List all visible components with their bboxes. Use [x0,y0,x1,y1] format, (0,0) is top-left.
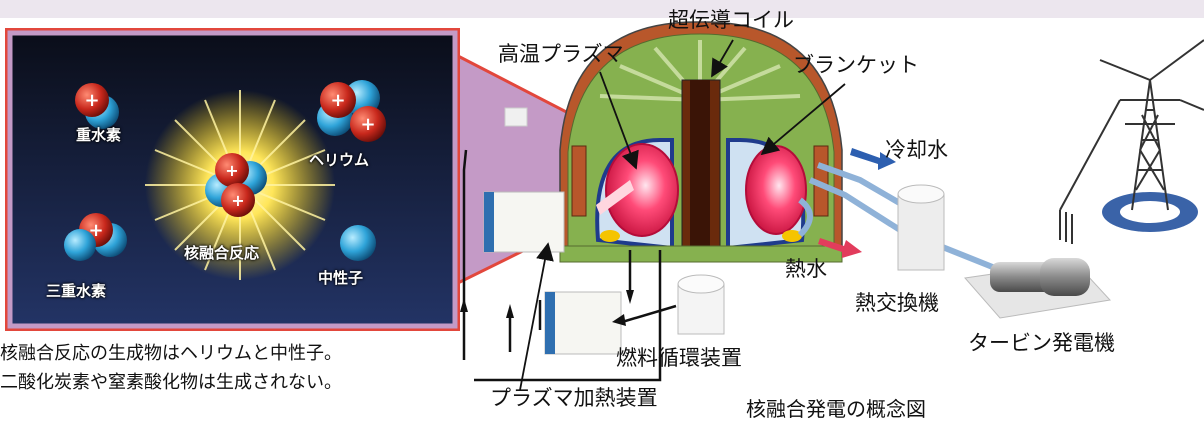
reactor [559,21,843,263]
label-blanket: ブランケット [793,53,919,77]
heat-exchanger [897,184,945,271]
label-hot-water: 熱水 [785,257,827,281]
hot-water-arrow [818,238,862,258]
svg-text:+: + [330,90,345,111]
circulation-lines [462,149,677,382]
pointer-arrows [519,39,846,391]
label-plasma-heating: プラズマ加熱装置 [490,386,658,410]
plasma-heating-device [483,107,622,355]
fuel-circulation-device [677,274,725,335]
label-helium: ヘリウム [309,151,370,169]
inset-note-line1: 核融合反応の生成物はヘリウムと中性子。 [0,343,342,364]
label-superconducting-coil: 超伝導コイル [668,8,794,32]
label-fuel-circulation: 燃料循環装置 [616,346,742,370]
svg-text:+: + [231,191,244,210]
diagram-caption: 核融合発電の概念図 [746,397,926,421]
svg-text:+: + [84,90,99,111]
cooling-arrow [850,148,896,170]
label-cooling-water: 冷却水 [885,138,948,162]
inset-note-line2: 二酸化炭素や窒素酸化物は生成されない。 [0,372,342,393]
label-deuterium: 重水素 [76,126,122,144]
fusion-reaction-inset: + + + + + + [5,28,460,331]
label-neutron: 中性子 [318,269,364,287]
svg-text:+: + [88,220,103,241]
label-turbine-generator: タービン発電機 [968,331,1115,355]
svg-text:+: + [225,161,238,180]
power-pylon [1059,39,1204,244]
top-band [0,0,1204,18]
label-fusion-reaction: 核融合反応 [184,244,260,262]
label-heat-exchanger: 熱交換機 [855,291,939,315]
label-tritium: 三重水素 [46,282,107,300]
svg-text:+: + [360,114,375,135]
turbine-generator [964,258,1111,319]
cooling-pipes [797,162,1002,273]
label-hot-plasma: 高温プラズマ [498,42,624,66]
